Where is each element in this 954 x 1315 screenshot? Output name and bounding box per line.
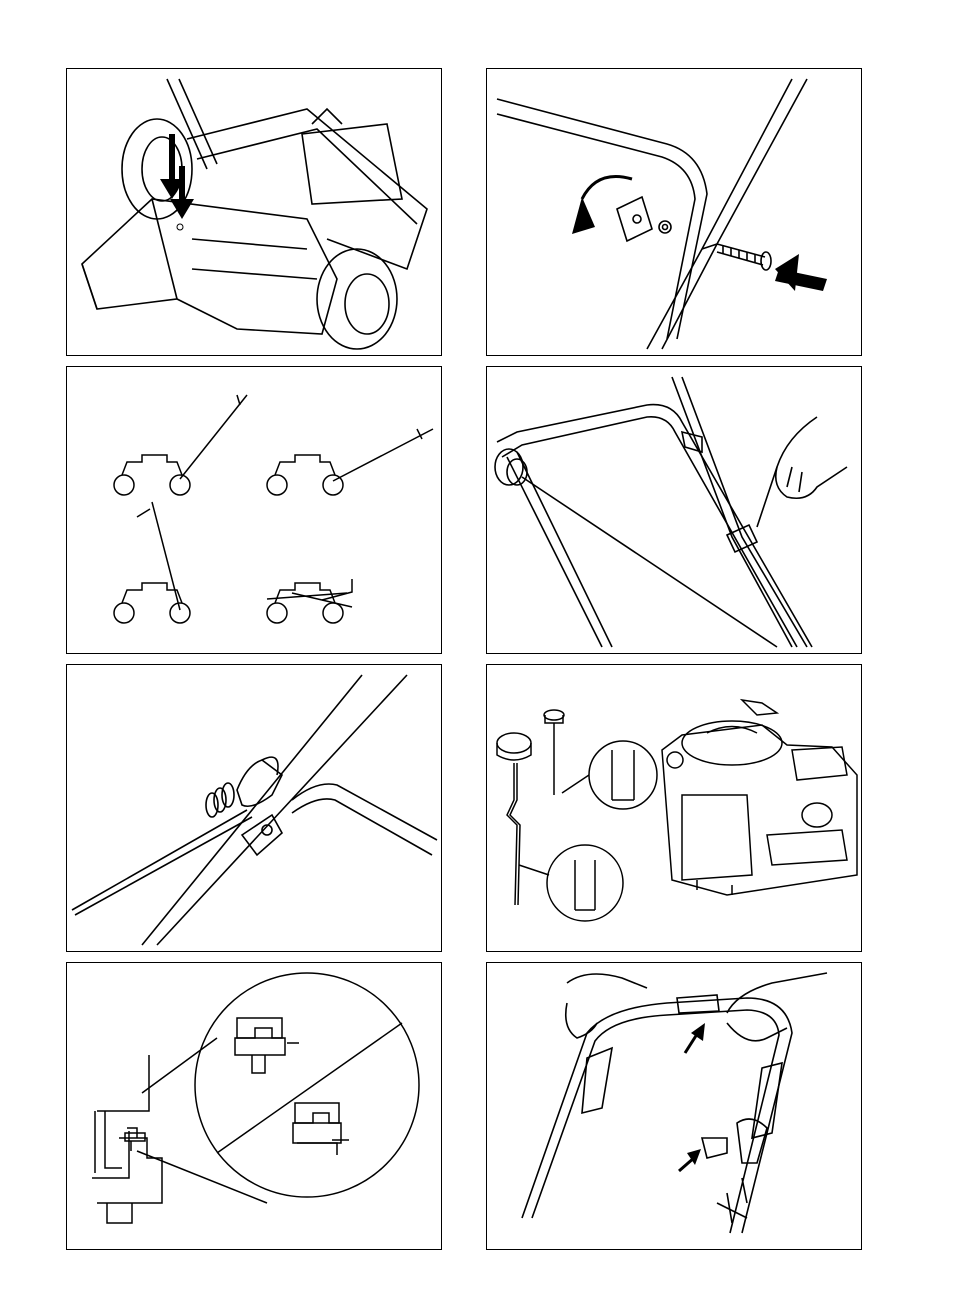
figure-handle-controls: [486, 962, 862, 1250]
cable-clip-illustration: [487, 367, 861, 653]
mower-position-4: [267, 579, 352, 623]
mower-position-2: [267, 429, 433, 495]
figure-starter-cord: [66, 664, 442, 952]
handle-controls-illustration: [487, 963, 861, 1249]
figure-cable-clip: [486, 366, 862, 654]
figure-oil-dipstick: [486, 664, 862, 952]
figure-handle-positions: [66, 366, 442, 654]
grass-bag-illustration: [67, 69, 441, 355]
figure-handle-bolt: [486, 68, 862, 356]
mower-position-1: [114, 395, 247, 495]
handle-bolt-illustration: [487, 69, 861, 355]
oil-dipstick-illustration: [487, 665, 861, 951]
mower-position-3: [114, 502, 190, 623]
handle-positions-illustration: [67, 367, 441, 653]
up-arrow-icon: [685, 1023, 705, 1053]
up-arrow-icon: [679, 1149, 701, 1171]
figure-grass-bag-attach: [66, 68, 442, 356]
spark-plug-illustration: [67, 963, 441, 1249]
starter-cord-illustration: [67, 665, 441, 951]
figure-spark-plug: [66, 962, 442, 1250]
left-arrow-icon: [775, 254, 827, 291]
rotate-arrow-icon: [572, 197, 595, 234]
